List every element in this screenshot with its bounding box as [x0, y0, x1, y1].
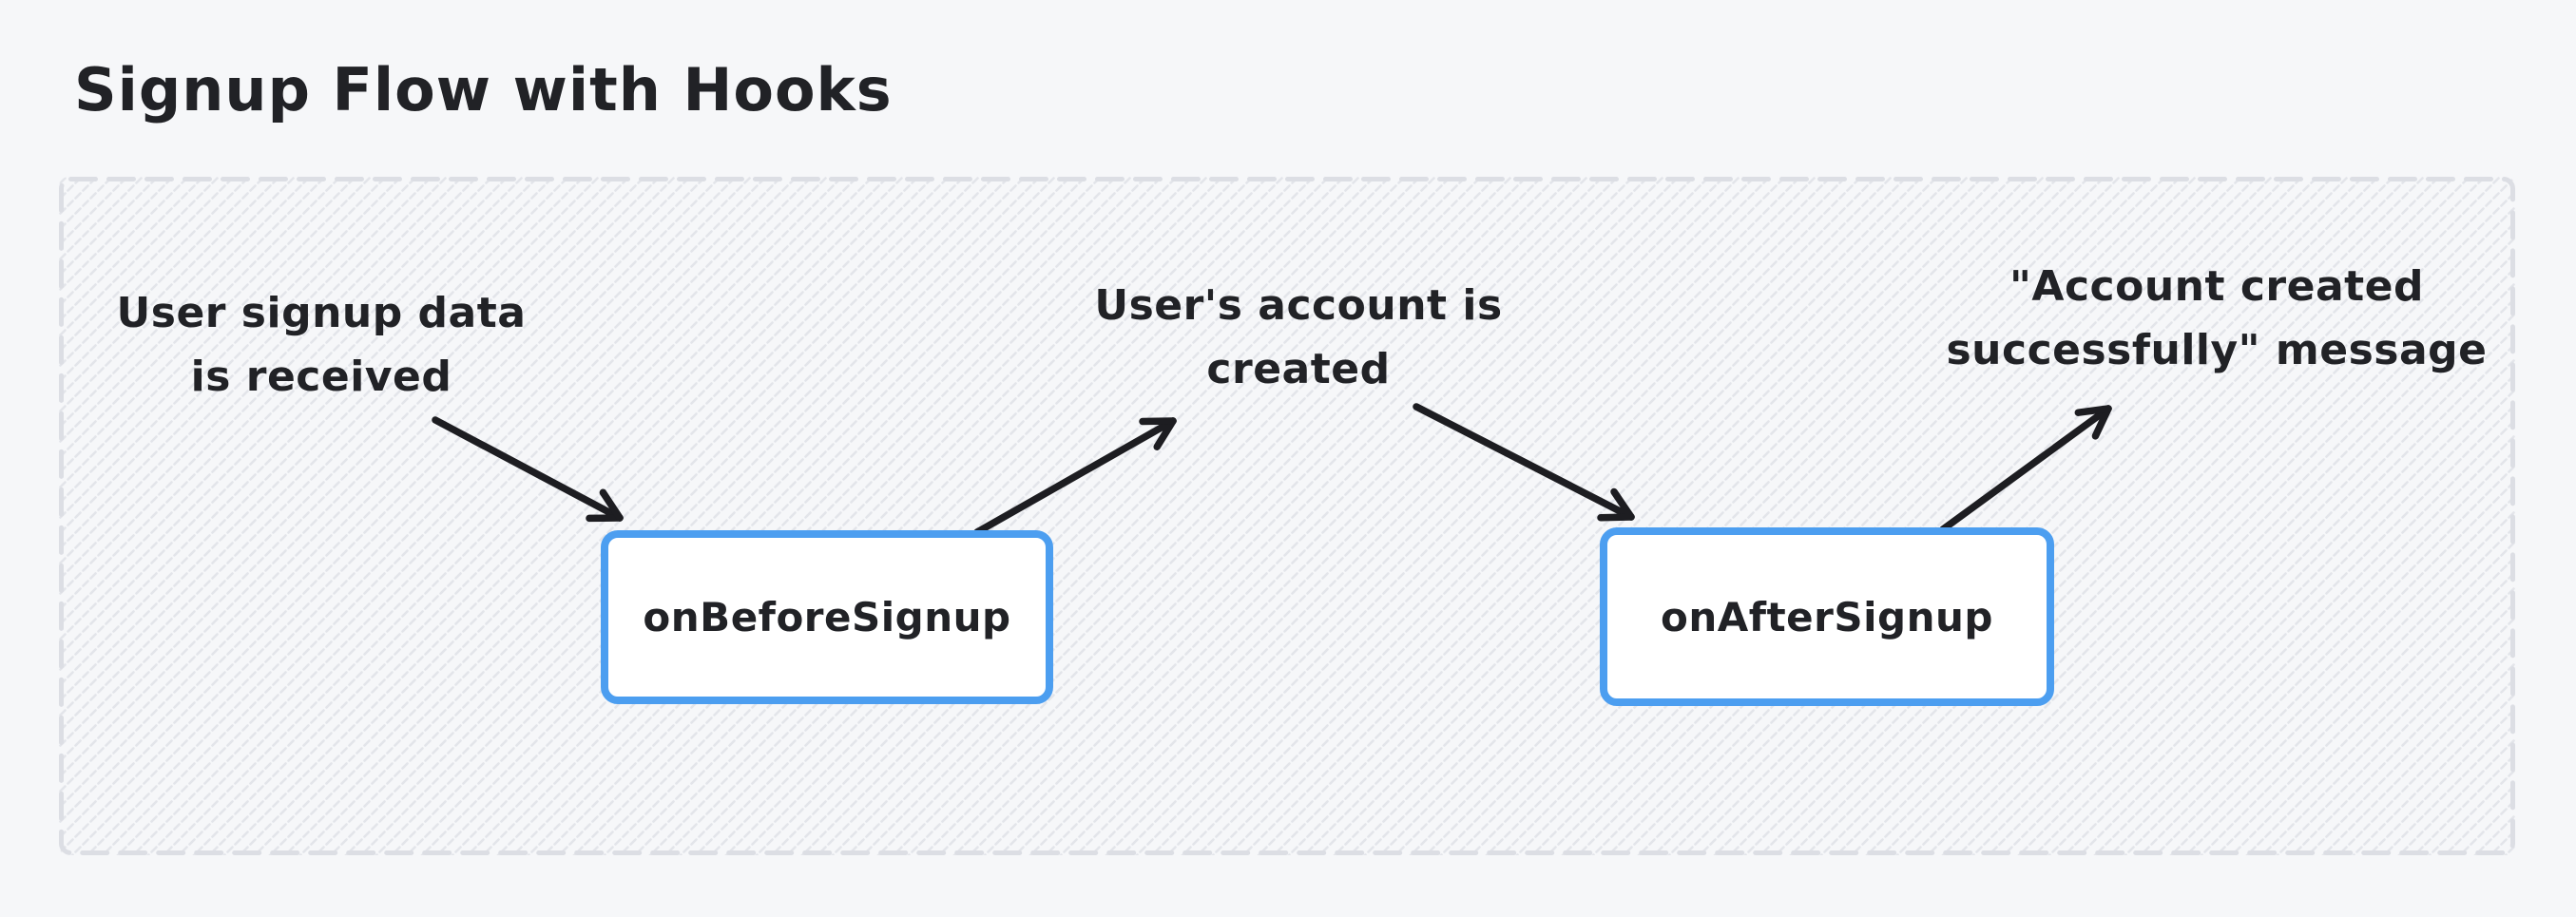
node-onbeforesignup-label: onBeforeSignup — [643, 594, 1011, 640]
label-line: "Account created — [2009, 262, 2425, 311]
node-onaftersignup: onAfterSignup — [1600, 527, 2054, 706]
label-line: User signup data — [116, 289, 527, 337]
dashed-border — [59, 177, 2515, 855]
label-account-created-message: "Account created successfully" message — [1903, 255, 2530, 382]
label-user-signup-data: User signup data is received — [36, 281, 606, 409]
label-line: successfully" message — [1946, 326, 2488, 374]
diagram-title: Signup Flow with Hooks — [74, 55, 893, 124]
label-line: is received — [190, 353, 452, 401]
node-onbeforesignup: onBeforeSignup — [601, 530, 1053, 704]
label-users-account-created: User's account is created — [1013, 274, 1584, 401]
label-line: created — [1206, 345, 1391, 393]
label-line: User's account is — [1094, 281, 1503, 330]
node-onaftersignup-label: onAfterSignup — [1661, 593, 1993, 640]
